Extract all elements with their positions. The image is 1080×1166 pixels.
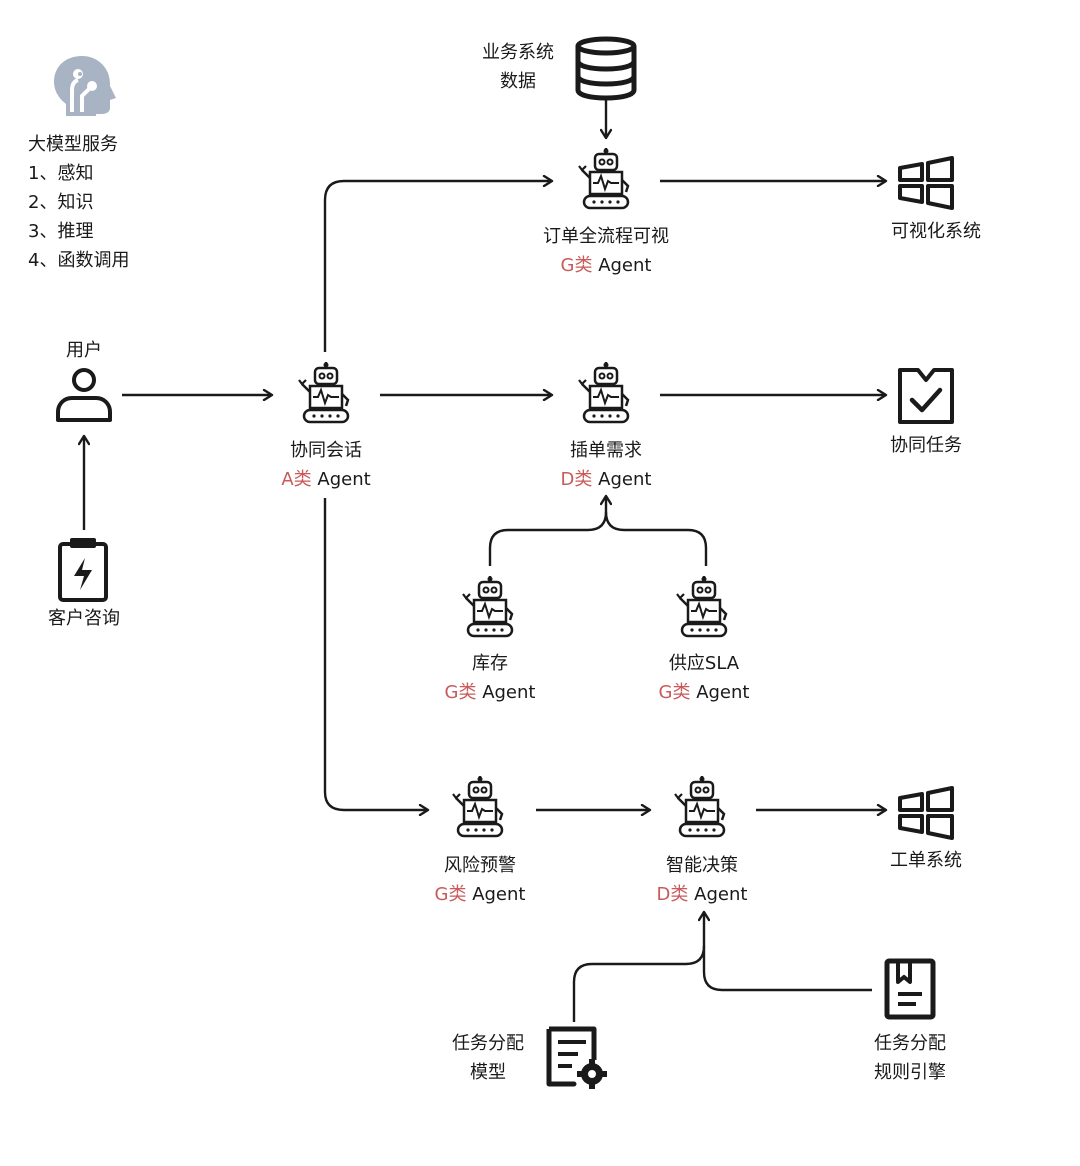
document-gear-icon (546, 1026, 607, 1089)
agent-suffix-risk: Agent (466, 884, 526, 905)
agent-name-supply: 供应SLA (668, 653, 740, 674)
output-label-visual: 可视化系统 (891, 221, 981, 242)
agent-name-session: 协同会话 (290, 440, 362, 461)
llm-service-item-2: 2、知识 (28, 192, 94, 213)
edge-session-risk (323, 498, 428, 810)
user-icon (56, 368, 112, 422)
robot-icon-risk (451, 774, 504, 838)
output-label-workflow: 工单系统 (890, 850, 962, 871)
assign-model-line1: 任务分配 (452, 1033, 524, 1054)
windows-grid-icon-visual (898, 156, 954, 210)
clipboard-bolt-icon (58, 538, 108, 602)
llm-service-block: 大模型服务 1、感知 2、知识 3、推理 4、函数调用 (28, 130, 129, 275)
robot-icon-session (297, 360, 350, 424)
bookmark-document-icon (884, 958, 936, 1020)
customer-label: 客户咨询 (48, 608, 120, 629)
agent-label-supply: 供应SLA G类 Agent (604, 649, 804, 707)
database-icon (575, 36, 637, 101)
output-label-task: 协同任务 (890, 435, 962, 456)
rule-engine-line1: 任务分配 (874, 1033, 946, 1054)
windows-grid-icon-workflow (898, 786, 954, 840)
robot-icon-insert (577, 360, 630, 424)
task-check-icon (898, 368, 954, 424)
business-data-label: 业务系统 数据 (468, 38, 568, 96)
agent-label-inventory: 库存 G类 Agent (390, 649, 590, 707)
agent-type-supply: G类 Agent (604, 678, 804, 707)
agent-class-inventory: G类 (444, 682, 477, 703)
head-circuit-icon (54, 56, 116, 116)
llm-service-title: 大模型服务 (28, 134, 118, 155)
agent-suffix-decision: Agent (688, 884, 748, 905)
user-label: 用户 (66, 340, 102, 361)
agent-suffix-inventory: Agent (476, 682, 536, 703)
agent-name-risk: 风险预警 (444, 855, 516, 876)
agent-type-risk: G类 Agent (380, 880, 580, 909)
agent-suffix-insert: Agent (592, 469, 652, 490)
agent-class-order: G类 (560, 255, 593, 276)
business-data-line1: 业务系统 (482, 42, 554, 63)
connectors (84, 100, 886, 1022)
edge-model-decision (572, 912, 704, 1022)
business-data-line2: 数据 (500, 71, 536, 92)
agent-label-decision: 智能决策 D类 Agent (602, 851, 802, 909)
agent-suffix-order: Agent (592, 255, 652, 276)
agent-class-insert: D类 (560, 469, 593, 490)
assign-model-line2: 模型 (470, 1062, 506, 1083)
agent-label-insert: 插单需求 D类 Agent (506, 436, 706, 494)
agent-name-insert: 插单需求 (570, 440, 642, 461)
agent-label-order: 订单全流程可视 G类 Agent (506, 222, 706, 280)
edge-rule-decision (702, 946, 872, 992)
llm-service-item-4: 4、函数调用 (28, 250, 130, 271)
edge-session-order (323, 181, 552, 352)
agent-type-insert: D类 Agent (506, 465, 706, 494)
agent-name-inventory: 库存 (472, 653, 508, 674)
agent-class-session: A类 (281, 469, 312, 490)
agent-type-inventory: G类 Agent (390, 678, 590, 707)
llm-service-item-1: 1、感知 (28, 163, 94, 184)
llm-service-item-3: 3、推理 (28, 221, 94, 242)
assign-model-label: 任务分配 模型 (438, 1029, 538, 1087)
agent-name-decision: 智能决策 (666, 855, 738, 876)
agent-type-session: A类 Agent (226, 465, 426, 494)
agent-suffix-supply: Agent (690, 682, 750, 703)
agent-class-risk: G类 (434, 884, 467, 905)
robot-icon-decision (673, 774, 726, 838)
agent-suffix-session: Agent (311, 469, 371, 490)
agent-type-decision: D类 Agent (602, 880, 802, 909)
rule-engine-label: 任务分配 规则引擎 (860, 1029, 960, 1087)
agent-class-supply: G类 (658, 682, 691, 703)
robot-icon-supply (675, 574, 728, 638)
robot-icon-order (577, 146, 630, 210)
agent-label-risk: 风险预警 G类 Agent (380, 851, 580, 909)
robot-icon-inventory (461, 574, 514, 638)
agent-name-order: 订单全流程可视 (543, 226, 669, 247)
agent-class-decision: D类 (656, 884, 689, 905)
edge-supply-insert (604, 511, 708, 566)
agent-label-session: 协同会话 A类 Agent (226, 436, 426, 494)
agent-type-order: G类 Agent (506, 251, 706, 280)
rule-engine-line2: 规则引擎 (874, 1062, 946, 1083)
edge-inventory-insert (488, 496, 606, 566)
